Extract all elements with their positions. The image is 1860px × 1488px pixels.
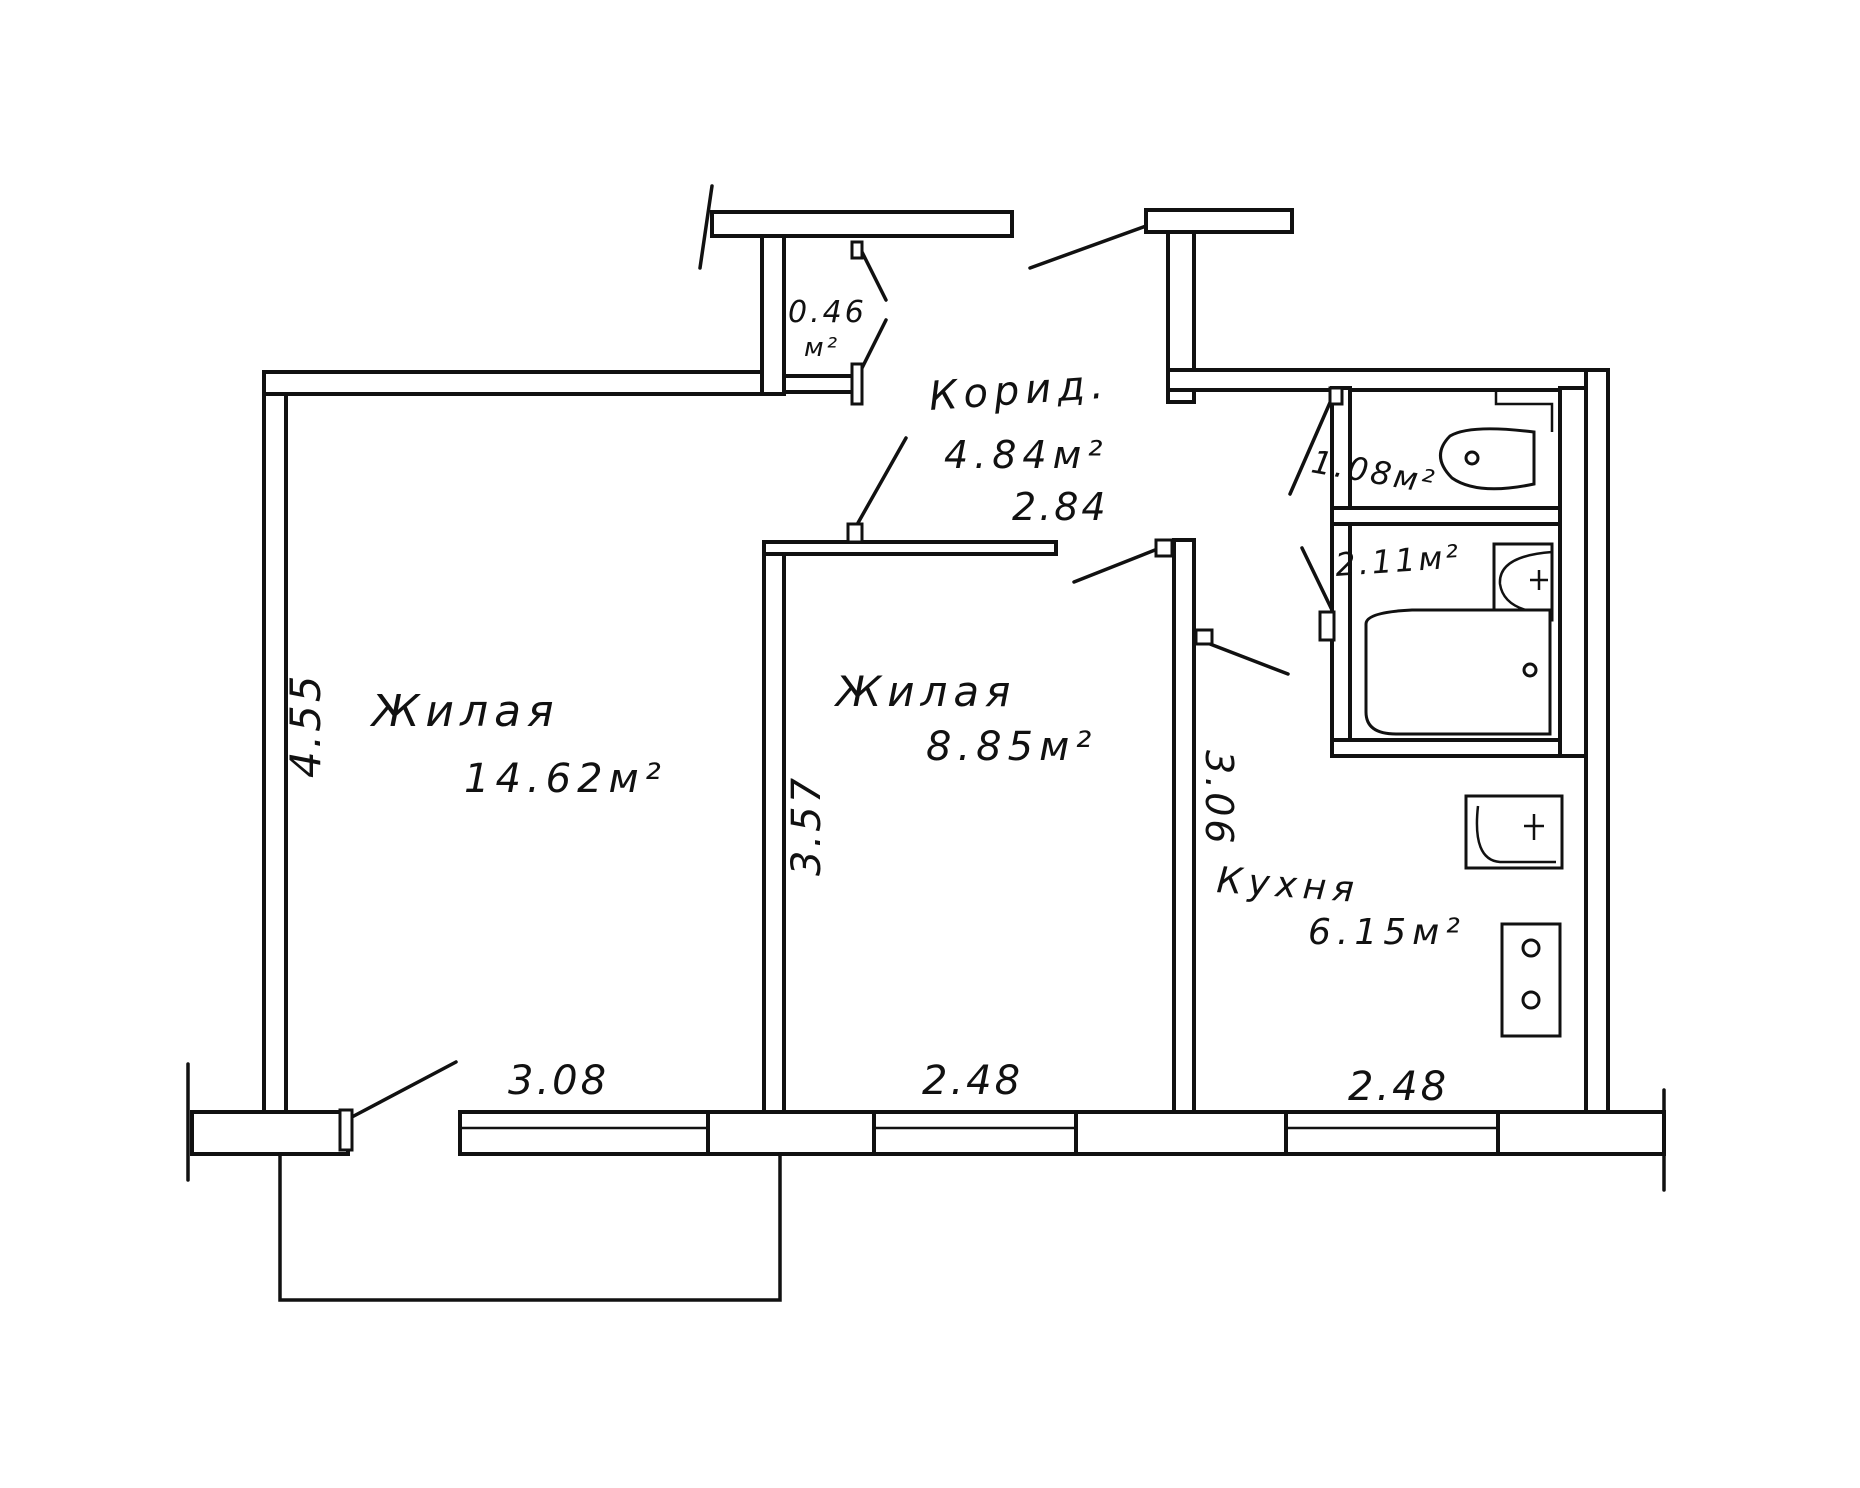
kitchen-name: Кухня: [1215, 860, 1361, 911]
closet-door-lower: [860, 318, 888, 370]
large-room-area: 14.62м²: [464, 756, 667, 802]
closet-top-wall: [710, 210, 1014, 238]
closet-bottom-wall: [782, 374, 860, 394]
bathtub-drain: [1522, 662, 1538, 678]
partition-small-kitchen: [1172, 538, 1196, 1114]
kitchen-door-jamb: [1154, 538, 1174, 558]
corridor-name: Корид.: [927, 361, 1110, 419]
balcony-door: [348, 1060, 458, 1120]
kitchen-dim-width: 2.48: [1348, 1064, 1449, 1110]
toilet-area: 1.08м²: [1309, 442, 1440, 501]
bathtub: [1364, 608, 1552, 736]
small-room-dim-length: 3.57: [784, 775, 830, 876]
kitchen-side-door-jamb: [1194, 628, 1214, 646]
kitchen-sink: [1464, 794, 1564, 870]
kitchen-side-door: [1208, 642, 1290, 676]
large-room-dim-length: 4.55: [281, 672, 330, 778]
balcony: [278, 1152, 782, 1302]
toilet-door-jamb: [1328, 386, 1344, 406]
kitchen-sink-bowl: [1475, 805, 1556, 864]
kitchen-door: [1072, 546, 1162, 584]
corridor-dim-length: 2.84: [1012, 485, 1109, 529]
toilet-pipe: [1494, 392, 1554, 432]
small-room-dim-width: 2.48: [922, 1058, 1023, 1104]
bathroom-area: 2.11м²: [1334, 537, 1463, 584]
bottom-wall-pier-1: [706, 1110, 876, 1156]
bath-kitchen-wall: [1330, 738, 1588, 758]
small-room-door: [852, 436, 908, 532]
toilet-door: [1288, 396, 1334, 496]
stair-wall-edge: [698, 184, 714, 270]
closet-door-upper: [860, 250, 888, 302]
bottom-wall-pier-2: [1074, 1110, 1288, 1156]
small-room-name: Жилая: [833, 667, 1016, 716]
doors: [338, 224, 1344, 1152]
large-room-name: Жилая: [369, 686, 560, 737]
small-room-door-jamb: [846, 522, 864, 544]
fixtures: [1364, 392, 1564, 1038]
closet-door-jamb-bottom: [850, 362, 864, 406]
kitchen-dim-length: 3.06: [1197, 750, 1241, 847]
balcony-door-jamb: [338, 1108, 354, 1152]
partition-large-small: [762, 540, 786, 1114]
small-room-top-wall: [762, 540, 1058, 556]
toilet-bath-wall: [1330, 506, 1588, 526]
bottom-wall-window-1: [458, 1110, 710, 1156]
entry-top-wall: [1144, 208, 1294, 234]
stove-burner-1: [1521, 938, 1541, 958]
bathroom-door-jamb: [1318, 610, 1336, 642]
corridor-area: 4.84м²: [944, 433, 1109, 477]
toilet-drain: [1464, 450, 1480, 466]
walls: [186, 184, 1666, 1192]
small-room-area: 8.85м²: [926, 724, 1097, 770]
closet-door-jamb-top: [850, 240, 864, 260]
large-room-dim-width: 3.08: [508, 1058, 609, 1104]
bathroom-door: [1300, 546, 1334, 612]
closet-area-value: 0.46: [788, 295, 867, 330]
toilet-bowl: [1439, 427, 1536, 491]
closet-area-unit: м²: [804, 333, 840, 363]
bottom-wall-right: [1496, 1110, 1666, 1156]
bottom-wall-left-stub: [190, 1110, 350, 1156]
wet-room-inner-wall: [1558, 386, 1588, 758]
right-outer-wall: [1584, 368, 1610, 1124]
dimensions: 3.08 2.48 2.48 4.55 3.57 3.06: [281, 672, 1449, 1110]
top-wall-large-room: [262, 370, 770, 396]
closet-left-wall: [760, 210, 786, 396]
bottom-wall-window-3: [1284, 1110, 1500, 1156]
kitchen-area: 6.15м²: [1308, 912, 1466, 953]
stove-burner-2: [1521, 990, 1541, 1010]
entrance-door: [1028, 224, 1148, 270]
top-wall-right-wing: [1166, 368, 1610, 392]
bottom-wall-window-2: [872, 1110, 1078, 1156]
balcony-outline: [278, 1152, 782, 1302]
